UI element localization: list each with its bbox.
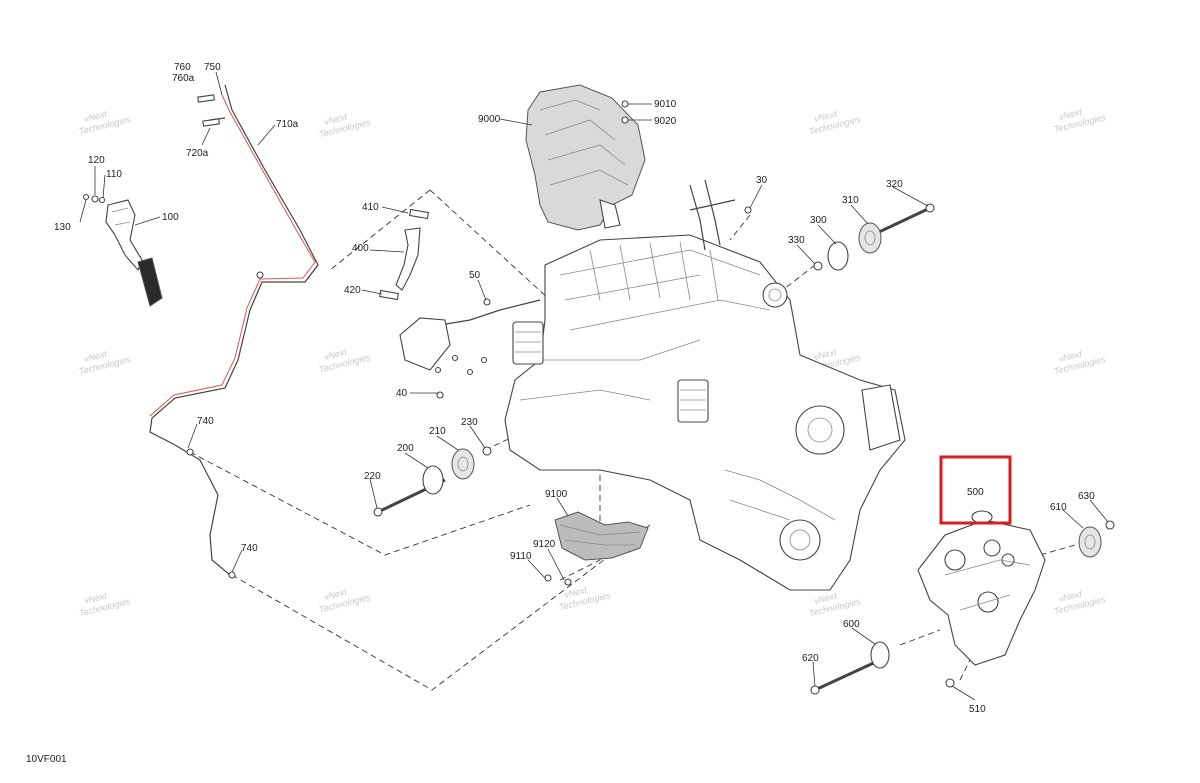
callout-740[interactable]: 740 xyxy=(241,543,258,554)
callout-30[interactable]: 30 xyxy=(756,175,768,186)
callout-210[interactable]: 210 xyxy=(429,426,446,437)
throttle-cable[interactable] xyxy=(149,84,319,579)
callout-120[interactable]: 120 xyxy=(88,155,105,166)
callout-110[interactable]: 110 xyxy=(106,169,122,180)
callout-320[interactable]: 320 xyxy=(886,179,903,190)
coolant-hose[interactable] xyxy=(378,208,430,301)
engine-cover[interactable] xyxy=(525,84,646,231)
engine-assembly[interactable] xyxy=(399,179,906,591)
callout-420[interactable]: 420 xyxy=(344,285,361,296)
callout-330[interactable]: 330 xyxy=(788,235,805,246)
callout-200[interactable]: 200 xyxy=(397,443,414,454)
accelerator-pedal[interactable] xyxy=(82,193,163,307)
callout-9000[interactable]: 9000 xyxy=(478,114,501,125)
callout-220[interactable]: 220 xyxy=(364,471,381,482)
engine-mount-bracket[interactable] xyxy=(810,510,1115,695)
highlight-box xyxy=(939,455,1012,525)
callout-610[interactable]: 610 xyxy=(1050,502,1067,513)
callouts: 760 760a 750 710a 720a 120 110 130 100 7… xyxy=(54,62,1095,715)
callout-100[interactable]: 100 xyxy=(162,212,179,223)
callout-500[interactable]: 500 xyxy=(967,487,984,498)
callout-50[interactable]: 50 xyxy=(469,270,481,281)
callout-710a[interactable]: 710a xyxy=(276,119,299,130)
callout-740[interactable]: 740 xyxy=(197,416,214,427)
engine-mount-right-top[interactable] xyxy=(813,203,935,271)
callout-9120[interactable]: 9120 xyxy=(533,539,556,550)
callout-620[interactable]: 620 xyxy=(802,653,819,664)
callout-720a[interactable]: 720a xyxy=(186,148,209,159)
callout-40[interactable]: 40 xyxy=(396,388,408,399)
callout-760a[interactable]: 760a xyxy=(172,73,195,84)
engine-mount-left[interactable] xyxy=(373,446,492,517)
diagram-code: 10VF001 xyxy=(26,754,67,765)
callout-300[interactable]: 300 xyxy=(810,215,827,226)
callout-630[interactable]: 630 xyxy=(1078,491,1095,502)
callout-9010[interactable]: 9010 xyxy=(654,99,677,110)
callout-130[interactable]: 130 xyxy=(54,222,71,233)
callout-600[interactable]: 600 xyxy=(843,619,860,630)
callout-230[interactable]: 230 xyxy=(461,417,478,428)
callout-510[interactable]: 510 xyxy=(969,704,986,715)
callout-410[interactable]: 410 xyxy=(362,202,379,213)
callout-310[interactable]: 310 xyxy=(842,195,859,206)
callout-9020[interactable]: 9020 xyxy=(654,116,677,127)
heat-shield[interactable] xyxy=(554,511,649,561)
callout-400[interactable]: 400 xyxy=(352,243,369,254)
callout-9110[interactable]: 9110 xyxy=(510,551,532,562)
leader-lines xyxy=(79,71,1109,701)
callout-760[interactable]: 760 xyxy=(174,62,191,73)
bolts xyxy=(434,100,752,586)
callout-9100[interactable]: 9100 xyxy=(545,489,568,500)
callout-750[interactable]: 750 xyxy=(204,62,221,73)
